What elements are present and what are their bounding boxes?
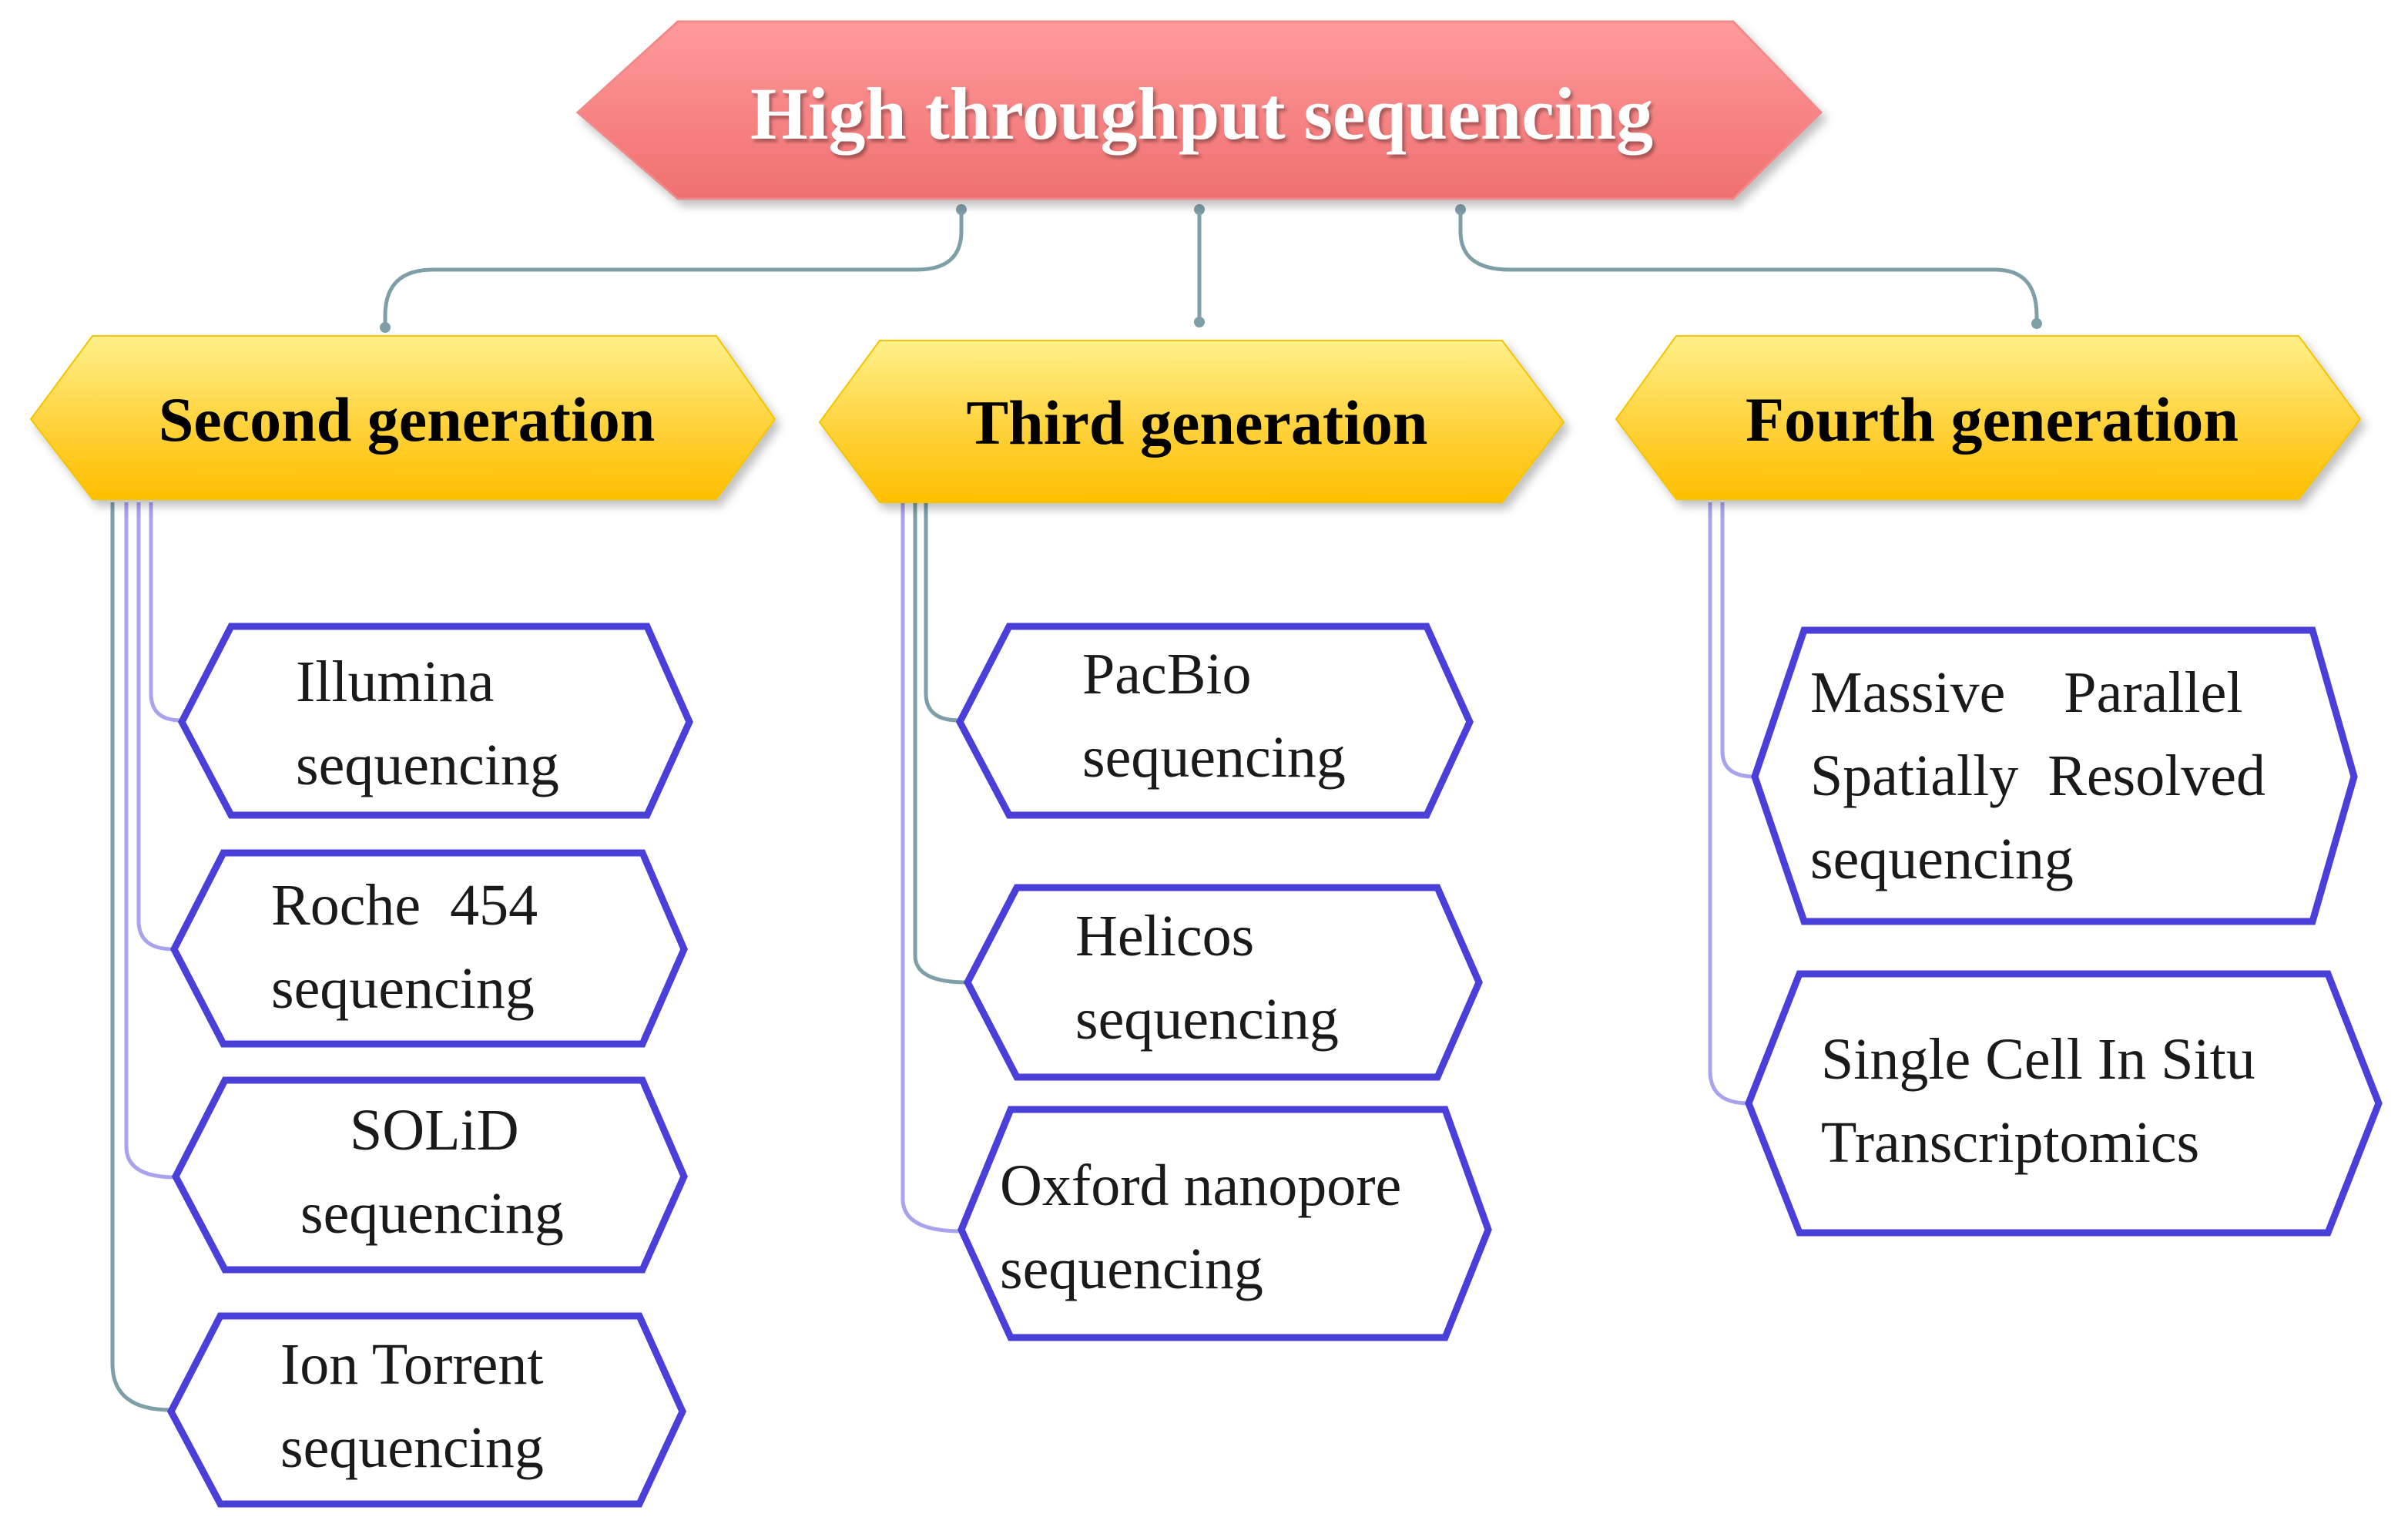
connector-roche — [136, 502, 174, 952]
leaf-line: sequencing — [280, 1415, 544, 1480]
leaf-line: sequencing — [300, 1181, 564, 1246]
root-label: High throughput sequencing — [750, 72, 1653, 155]
root-connectors — [380, 204, 2042, 333]
leaf-line: Massive Parallel — [1810, 660, 2242, 725]
leaf-line: Ion Torrent — [280, 1332, 544, 1397]
leaf-line: Spatially Resolved — [1810, 744, 2265, 808]
generation-label-third: Third generation — [966, 388, 1427, 458]
leaf-line: Illumina — [296, 650, 495, 714]
connector-root-second — [383, 210, 964, 327]
leaf-line: PacBio — [1082, 642, 1252, 707]
leaf-line: Single Cell In Situ — [1821, 1027, 2255, 1092]
connector-oxford — [900, 502, 962, 1234]
leaf-roche-454: Roche 454 sequencing — [169, 849, 688, 1048]
connector-singlecell — [1708, 502, 1749, 1106]
leaf-line: sequencing — [271, 956, 535, 1021]
leaf-line: sequencing — [1000, 1237, 1263, 1301]
leaf-line: sequencing — [1810, 827, 2074, 891]
third-gen-connectors — [900, 502, 968, 1234]
generation-node-fourth: Fourth generation — [1615, 335, 2362, 500]
connector-massive — [1720, 502, 1756, 779]
fourth-gen-connectors — [1708, 502, 1756, 1106]
connector-pacbio — [924, 502, 960, 723]
second-gen-connectors — [110, 502, 182, 1412]
connector-root-fourth — [1458, 210, 2039, 324]
leaf-line: Roche 454 — [271, 873, 538, 938]
leaf-line: Transcriptomics — [1821, 1110, 2199, 1175]
leaf-illumina: Illumina sequencing — [177, 623, 693, 819]
connector-iontorrent — [110, 502, 172, 1412]
leaf-line: sequencing — [296, 733, 559, 797]
leaf-ion-torrent: Ion Torrent sequencing — [166, 1312, 686, 1508]
leaf-line: sequencing — [1082, 725, 1346, 790]
leaf-helicos: Helicos sequencing — [963, 884, 1483, 1081]
leaf-solid: SOLiD sequencing — [171, 1076, 688, 1274]
connector-illumina — [149, 502, 182, 723]
root-node: High throughput sequencing — [575, 20, 1823, 200]
leaf-massive-parallel: Massive Parallel Spatially Resolved sequ… — [1751, 626, 2358, 925]
leaf-single-cell: Single Cell In Situ Transcriptomics — [1745, 970, 2383, 1237]
generation-node-third: Third generation — [818, 340, 1565, 503]
connector-solid — [124, 502, 176, 1180]
leaf-oxford-nanopore: Oxford nanopore sequencing — [957, 1106, 1492, 1341]
leaf-line: Oxford nanopore — [1000, 1153, 1401, 1218]
leaf-pacbio: PacBio sequencing — [955, 623, 1474, 819]
generation-node-second: Second generation — [29, 335, 776, 500]
generation-label-second: Second generation — [159, 384, 656, 455]
leaf-line: sequencing — [1075, 987, 1339, 1052]
leaf-line: SOLiD — [350, 1098, 519, 1163]
leaf-line: Helicos — [1075, 904, 1254, 968]
connector-helicos — [913, 502, 968, 985]
generation-label-fourth: Fourth generation — [1746, 384, 2239, 455]
